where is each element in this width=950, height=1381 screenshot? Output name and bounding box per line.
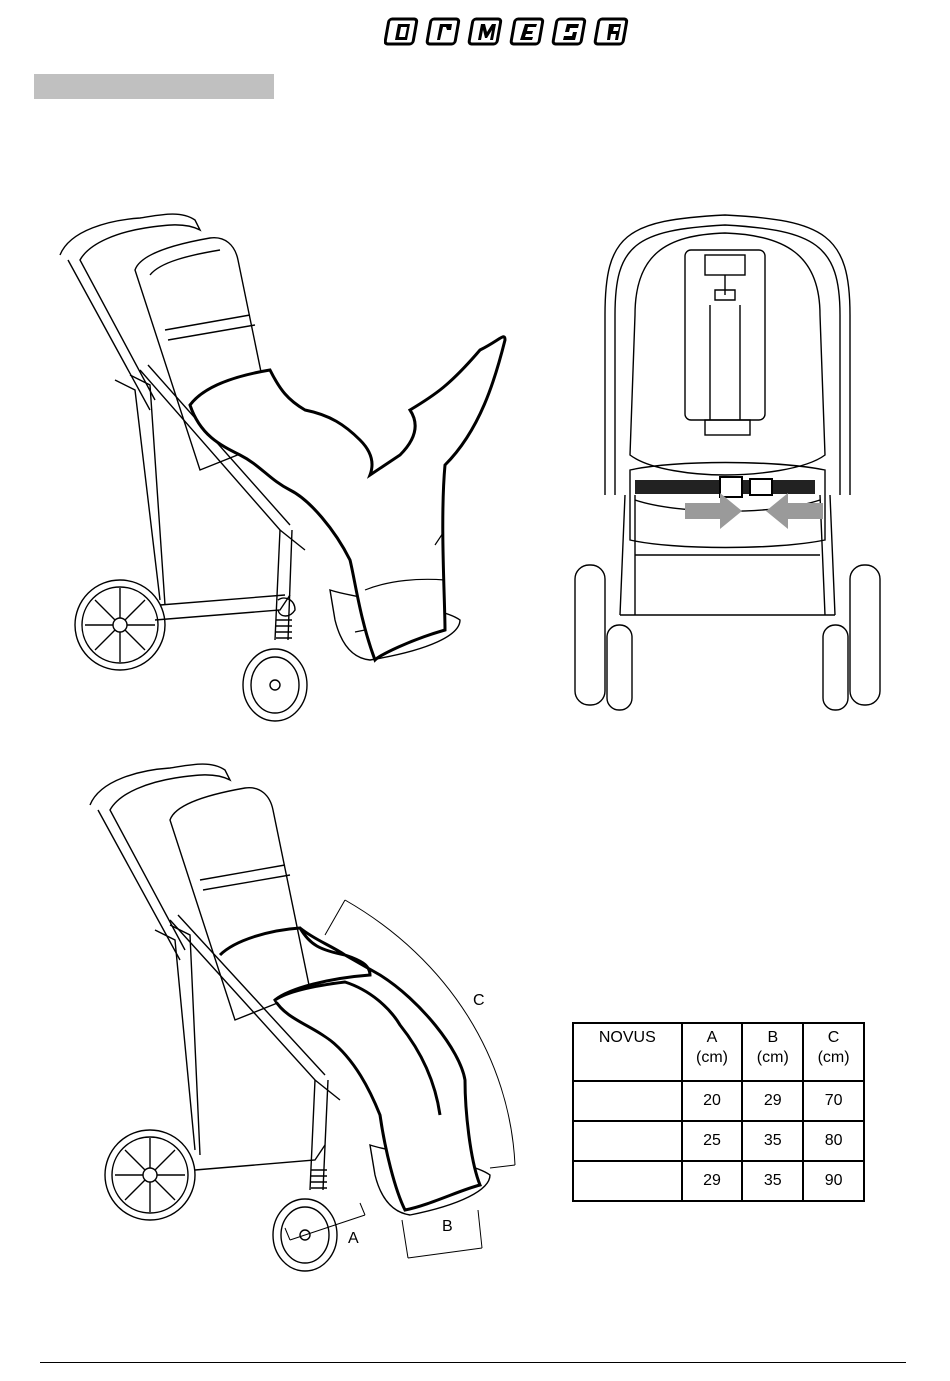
arrow-left-icon <box>766 493 823 529</box>
header-c-unit: (cm) <box>818 1049 850 1066</box>
header-model: NOVUS <box>573 1023 682 1081</box>
header-a: A (cm) <box>682 1023 743 1081</box>
cell-b: 35 <box>742 1161 803 1201</box>
arrow-right-icon <box>685 493 742 529</box>
cell-b: 35 <box>742 1121 803 1161</box>
rear-wheel <box>75 580 165 670</box>
header-b: B (cm) <box>742 1023 803 1081</box>
cell-a: 29 <box>682 1161 743 1201</box>
seat-back <box>170 788 310 1020</box>
table-row: 25 35 80 <box>573 1121 864 1161</box>
dim-label-a: A <box>348 1230 359 1247</box>
section-title-bar <box>34 74 274 99</box>
cell-c: 90 <box>803 1161 864 1201</box>
front-wheel-right-outer <box>850 565 880 705</box>
cell-a: 20 <box>682 1081 743 1121</box>
front-wheel-left-outer <box>575 565 605 705</box>
front-wheel-left-inner <box>607 625 632 710</box>
ormesa-logo <box>384 14 632 48</box>
table-row: 20 29 70 <box>573 1081 864 1121</box>
rear-wheel <box>105 1130 195 1220</box>
cell-size <box>573 1161 682 1201</box>
front-backrest <box>630 233 825 475</box>
dim-label-b: B <box>442 1218 453 1235</box>
footmuff-cover <box>190 337 505 660</box>
front-handle <box>605 215 850 495</box>
cell-size <box>573 1081 682 1121</box>
stroller-side-view-cover-open <box>40 200 520 730</box>
size-table: NOVUS A (cm) B (cm) C (cm) 20 29 70 25 3 <box>572 1022 865 1202</box>
cell-size <box>573 1121 682 1161</box>
logo-letters <box>385 19 627 44</box>
cell-c: 80 <box>803 1121 864 1161</box>
header-a-letter: A <box>707 1029 718 1046</box>
cell-b: 29 <box>742 1081 803 1121</box>
header-c-letter: C <box>828 1029 840 1046</box>
footmuff-cover <box>220 928 480 1210</box>
cell-c: 70 <box>803 1081 864 1121</box>
front-wheel <box>243 649 307 721</box>
stroller-side-view-dimensions: C A B <box>70 750 540 1290</box>
stroller-front-view-buckle <box>565 195 890 715</box>
cell-a: 25 <box>682 1121 743 1161</box>
header-b-unit: (cm) <box>757 1049 789 1066</box>
footer-divider <box>40 1362 906 1363</box>
header-b-letter: B <box>767 1029 778 1046</box>
dim-label-c: C <box>473 992 485 1009</box>
size-table-header-row: NOVUS A (cm) B (cm) C (cm) <box>573 1023 864 1081</box>
front-wheel-right-inner <box>823 625 848 710</box>
header-a-unit: (cm) <box>696 1049 728 1066</box>
header-c: C (cm) <box>803 1023 864 1081</box>
table-row: 29 35 90 <box>573 1161 864 1201</box>
